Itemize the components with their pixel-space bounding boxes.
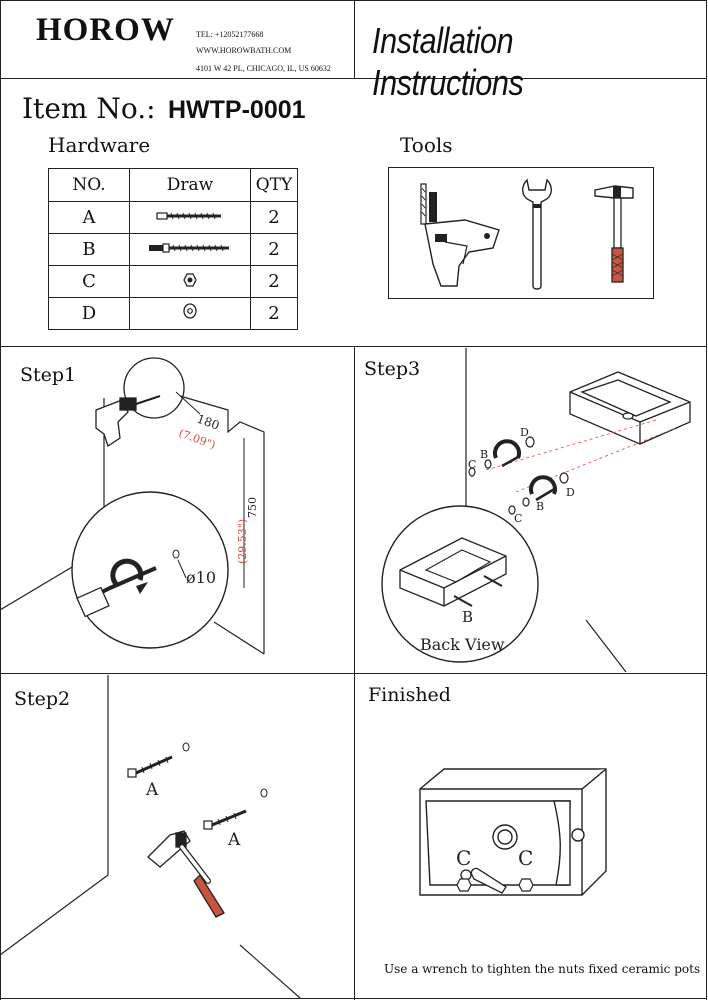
item-number: HWTP-0001: [168, 96, 306, 124]
table-header-row: NO. Draw QTY: [48, 168, 298, 202]
col-no: NO.: [48, 168, 130, 202]
step2-illustration: A A: [0, 675, 301, 998]
anchor-bolt-icon: [129, 201, 251, 234]
table-row: C 2: [48, 265, 298, 298]
item-label: Item No.:: [22, 92, 156, 125]
border-bottom: [0, 998, 706, 999]
label-b-upper: B: [480, 448, 488, 461]
nut-icon: [129, 265, 251, 298]
label-c2: C: [518, 846, 533, 870]
sink-icon: [569, 371, 691, 445]
row-no: B: [48, 233, 130, 266]
sink-icon: [419, 768, 607, 896]
tools-title: Tools: [400, 133, 453, 157]
label-d-upper: D: [520, 426, 529, 439]
step3-illustration: D B C D B C B Back View: [381, 348, 691, 672]
dim-height-inches: (29.53"): [236, 519, 249, 564]
drill-icon: [95, 395, 161, 448]
step2-title: Step2: [14, 688, 71, 710]
border-top: [0, 0, 706, 1]
back-view-circle: [381, 505, 539, 663]
step1-title: Step1: [20, 364, 77, 386]
detail-circle-large: [71, 491, 229, 649]
tools-box: [388, 167, 654, 299]
document-title: Installation Instructions: [372, 20, 524, 103]
hammer-icon: [594, 185, 634, 283]
dimension-lines: [175, 391, 245, 588]
finished-caption: Use a wrench to tighten the nuts fixed c…: [384, 962, 701, 976]
contact-address: 4101 W 42 PL, CHICAGO, IL, US 60632: [196, 64, 331, 73]
section-divider-2: [0, 673, 706, 674]
header-split: [354, 0, 355, 78]
header-divider: [0, 78, 706, 79]
contact-website: WWW.HOROWBATH.COM: [196, 46, 292, 55]
anchor-bolt-icon: [127, 755, 173, 778]
nut-icon: [456, 878, 534, 892]
label-a1: A: [145, 780, 159, 800]
table-row: B 2: [48, 233, 298, 266]
row-qty: 2: [250, 201, 298, 234]
hole-diameter: ø10: [186, 568, 216, 587]
dim-height: 750: [246, 497, 259, 518]
row-no: D: [48, 297, 130, 330]
hardware-title: Hardware: [48, 133, 151, 157]
hardware-table: NO. Draw QTY A 2 B 2 C: [48, 168, 298, 330]
border-left: [0, 0, 1, 1000]
hammer-icon: [147, 830, 225, 918]
row-qty: 2: [250, 265, 298, 298]
detail-circle-small: [123, 357, 185, 419]
anchor-bolt-icon: [203, 809, 247, 830]
wall-drawing: [0, 675, 301, 998]
row-no: A: [48, 201, 130, 234]
label-c1: C: [456, 846, 471, 870]
finished-illustration: C C: [419, 768, 607, 896]
bolt-assembly-upper: [468, 436, 535, 477]
col-qty: QTY: [250, 168, 298, 202]
drill-icon: [420, 183, 500, 287]
wrench-icon: [460, 867, 507, 894]
wrench-icon: [522, 178, 552, 290]
hanger-bolt-icon: [129, 233, 251, 266]
label-a2: A: [227, 830, 241, 850]
label-c-upper: C: [468, 458, 476, 471]
section-divider-1: [0, 346, 706, 347]
label-b-back: B: [462, 608, 473, 626]
border-right: [706, 0, 707, 1000]
dim-width: 180: [195, 412, 221, 433]
contact-tel: TEL: +12052177668: [196, 30, 264, 39]
step1-illustration: 180 (7.09") 750 (29.53") ø10: [0, 357, 265, 655]
finished-title: Finished: [368, 684, 451, 706]
label-c-lower: C: [514, 512, 522, 525]
label-d-lower: D: [566, 486, 575, 499]
table-row: D 2: [48, 297, 298, 330]
steps-split: [354, 346, 355, 1000]
row-qty: 2: [250, 233, 298, 266]
step3-title: Step3: [364, 358, 421, 380]
row-qty: 2: [250, 297, 298, 330]
guide-lines: [485, 419, 677, 493]
washer-icon: [129, 297, 251, 330]
bolt-assembly-lower: [508, 472, 569, 515]
col-draw: Draw: [129, 168, 251, 202]
brand-logo: HOROW: [36, 12, 175, 48]
table-row: A 2: [48, 201, 298, 234]
row-no: C: [48, 265, 130, 298]
label-b-lower: B: [536, 500, 544, 513]
back-view-label: Back View: [420, 635, 505, 654]
